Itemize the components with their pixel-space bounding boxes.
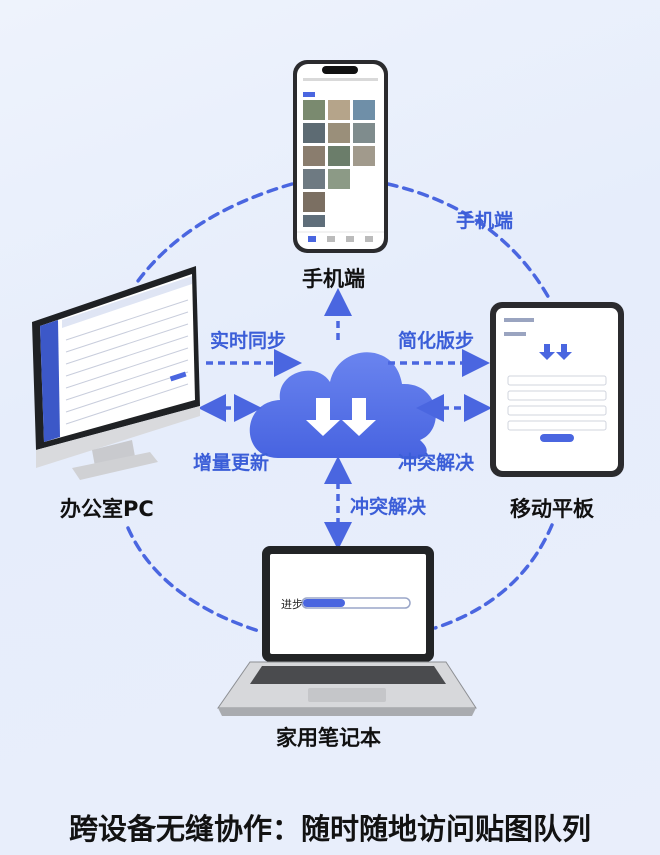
device-label-phone: 手机端 xyxy=(302,267,365,291)
sync-arrows-icon xyxy=(306,398,376,436)
device-label-laptop: 家用笔记本 xyxy=(276,726,381,750)
phone-device xyxy=(293,60,388,253)
arc-phone-tablet xyxy=(386,182,552,302)
label-incremental-update: 增量更新 xyxy=(193,452,270,474)
device-label-pc: 办公室PC xyxy=(60,497,154,521)
laptop-progress-label: 进步 xyxy=(281,598,303,611)
pc-device xyxy=(32,266,200,480)
label-conflict-resolve-bottom: 冲突解决 xyxy=(350,496,427,518)
connector-arrows xyxy=(198,288,492,550)
arc-pc-laptop xyxy=(126,526,264,634)
laptop-progress-fill xyxy=(303,599,345,607)
connection-ring xyxy=(126,182,554,634)
label-realtime-sync: 实时同步 xyxy=(210,330,287,352)
page-title: 跨设备无缝协作：随时随地访问贴图队列 xyxy=(68,812,591,846)
photo-grid xyxy=(303,100,375,227)
label-conflict-resolve-right: 冲突解决 xyxy=(398,452,475,474)
laptop-device xyxy=(217,546,477,716)
cloud-icon xyxy=(249,352,436,460)
tablet-device xyxy=(490,302,624,477)
label-simplified-sync: 简化版步 xyxy=(398,330,475,352)
label-phone-arc: 手机端 xyxy=(456,210,514,232)
tablet-sync-icon xyxy=(539,344,572,360)
arc-phone-pc xyxy=(133,182,294,287)
device-label-tablet: 移动平板 xyxy=(510,497,594,521)
arc-tablet-laptop xyxy=(433,523,554,630)
